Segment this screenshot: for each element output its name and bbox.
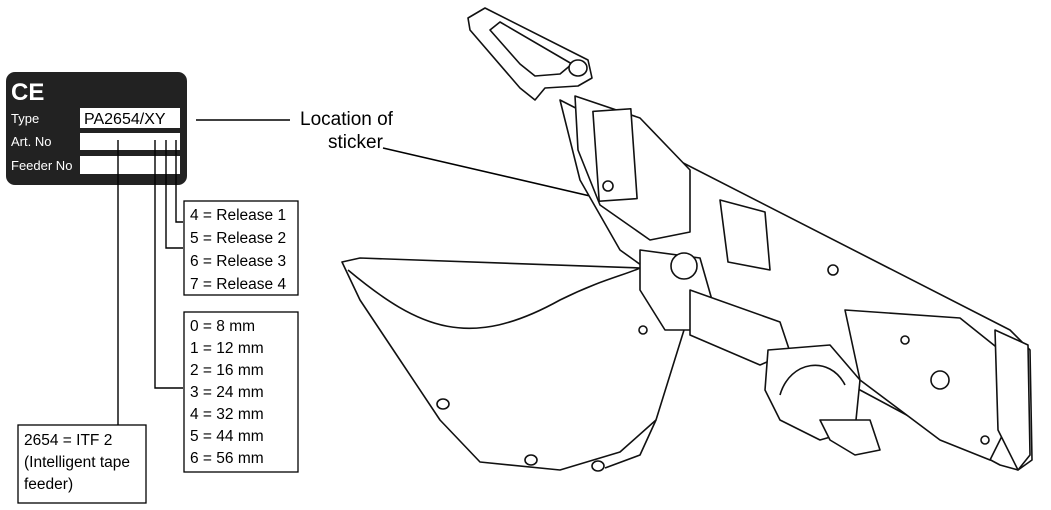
rail-hole xyxy=(602,180,614,192)
ce-mark: CE xyxy=(11,79,44,106)
drive-arc xyxy=(779,364,846,396)
width-legend: 0 = 8 mm 1 = 12 mm 2 = 16 mm 3 = 24 mm 4… xyxy=(183,311,299,473)
width-legend-item: 5 = 44 mm xyxy=(190,428,264,445)
roller xyxy=(436,398,450,410)
tape-guide-plate xyxy=(844,309,1011,461)
sticker-plate xyxy=(719,199,771,271)
release-leader-line-2 xyxy=(175,140,183,223)
type-legend-item: feeder) xyxy=(24,476,73,493)
sticker-feeder-no-label: Feeder No xyxy=(11,158,72,173)
reel-cover-edge xyxy=(604,419,657,469)
rail-hole xyxy=(900,335,910,345)
control-panel xyxy=(592,107,638,203)
release-legend-item: 4 = Release 1 xyxy=(190,207,286,224)
handle-knob xyxy=(568,59,588,77)
sprocket-wheel xyxy=(670,252,698,280)
handle-opening xyxy=(489,21,573,77)
width-leader-line xyxy=(154,140,183,389)
tape-feeder-drawing xyxy=(341,7,1033,472)
sticker-type-value: PA2654/XY xyxy=(84,111,166,128)
release-legend-item: 7 = Release 4 xyxy=(190,276,286,293)
width-legend-item: 0 = 8 mm xyxy=(190,318,255,335)
reel-cover-inner-edge xyxy=(347,267,641,330)
release-legend: 4 = Release 1 5 = Release 2 6 = Release … xyxy=(183,200,299,296)
location-callout-line2: sticker xyxy=(328,132,384,153)
rail-hole xyxy=(638,325,648,335)
width-legend-item: 4 = 32 mm xyxy=(190,406,264,423)
type-legend-box xyxy=(17,424,147,504)
guide-hole xyxy=(930,370,950,390)
width-legend-item: 2 = 16 mm xyxy=(190,362,264,379)
roller xyxy=(591,460,605,472)
reel-cover xyxy=(341,257,685,471)
type-legend-item: 2654 = ITF 2 xyxy=(24,432,112,449)
width-legend-item: 3 = 24 mm xyxy=(190,384,264,401)
sticker-type-field xyxy=(80,108,180,128)
type-legend-item: (Intelligent tape xyxy=(24,454,130,471)
release-leader-line xyxy=(165,140,183,249)
latch xyxy=(819,419,881,456)
width-legend-item: 6 = 56 mm xyxy=(190,450,264,467)
sticker-art-no-field xyxy=(80,133,180,150)
release-legend-box xyxy=(183,200,299,296)
sticker-feeder-no-field xyxy=(80,156,180,174)
width-legend-item: 1 = 12 mm xyxy=(190,340,264,357)
release-legend-item: 5 = Release 2 xyxy=(190,230,286,247)
sticker: CE Type PA2654/XY Art. No Feeder No xyxy=(6,72,187,185)
front-module xyxy=(994,329,1031,471)
type-legend: 2654 = ITF 2 (Intelligent tape feeder) xyxy=(17,424,147,504)
rail-hole xyxy=(980,435,990,445)
location-callout-line1: Location of xyxy=(300,109,394,130)
release-legend-item: 6 = Release 3 xyxy=(190,253,286,270)
roller xyxy=(524,454,538,466)
sticker-type-label: Type xyxy=(11,111,39,126)
code-leader-lines xyxy=(117,140,183,425)
width-legend-box xyxy=(183,311,299,473)
rail-hole xyxy=(827,264,839,276)
sticker-art-no-label: Art. No xyxy=(11,134,51,149)
